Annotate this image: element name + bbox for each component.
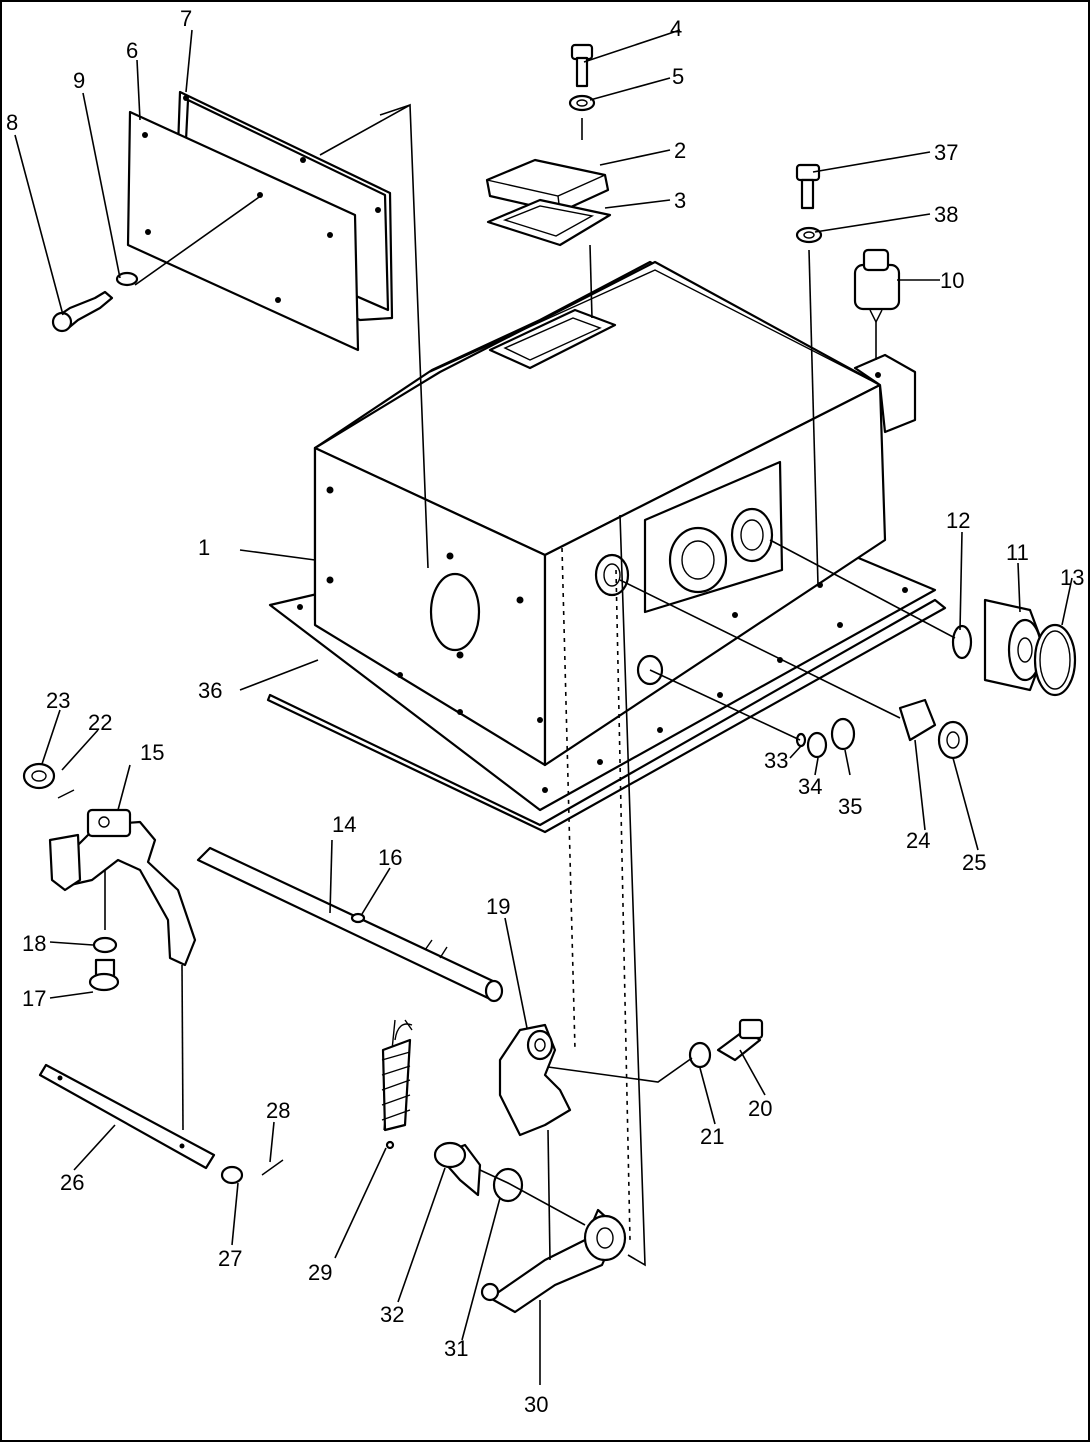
callout-22: 22 xyxy=(88,710,112,735)
callout-27: 27 xyxy=(218,1246,242,1271)
callout-1: 1 xyxy=(198,535,210,560)
callout-19: 19 xyxy=(486,894,510,919)
callout-8: 8 xyxy=(6,110,18,135)
callout-34: 34 xyxy=(798,774,822,799)
callout-29: 29 xyxy=(308,1260,332,1285)
callout-23: 23 xyxy=(46,688,70,713)
callout-12: 12 xyxy=(946,508,970,533)
shift-fork xyxy=(22,762,197,1131)
callout-38: 38 xyxy=(934,202,958,227)
callout-17: 17 xyxy=(22,986,46,1011)
callout-5: 5 xyxy=(672,64,684,89)
seal-fittings xyxy=(619,579,969,760)
callout-4: 4 xyxy=(670,16,682,41)
port-fittings xyxy=(769,539,1077,697)
shafts xyxy=(38,846,504,1185)
callout-7: 7 xyxy=(180,6,192,31)
callout-25: 25 xyxy=(962,850,986,875)
callout-24: 24 xyxy=(906,828,930,853)
callout-30: 30 xyxy=(524,1392,548,1417)
callout-26: 26 xyxy=(60,1170,84,1195)
callout-6: 6 xyxy=(126,38,138,63)
shift-arm xyxy=(433,514,646,1314)
callout-10: 10 xyxy=(940,268,964,293)
callout-2: 2 xyxy=(674,138,686,163)
switch-assembly xyxy=(795,163,901,586)
callout-28: 28 xyxy=(266,1098,290,1123)
callout-9: 9 xyxy=(73,68,85,93)
side-cover-assembly xyxy=(51,90,429,569)
callout-21: 21 xyxy=(700,1124,724,1149)
callout-33: 33 xyxy=(764,748,788,773)
callout-15: 15 xyxy=(140,740,164,765)
select-lever xyxy=(498,1018,764,1137)
return-spring xyxy=(381,1019,413,1150)
callout-13: 13 xyxy=(1060,565,1084,590)
callout-18: 18 xyxy=(22,931,46,956)
callout-20: 20 xyxy=(748,1096,772,1121)
callout-37: 37 xyxy=(934,140,958,165)
case-body xyxy=(266,260,947,834)
callout-32: 32 xyxy=(380,1302,404,1327)
callout-35: 35 xyxy=(838,794,862,819)
callout-31: 31 xyxy=(444,1336,468,1361)
callout-leaders xyxy=(14,29,1073,1385)
callout-16: 16 xyxy=(378,845,402,870)
callout-14: 14 xyxy=(332,812,356,837)
callout-labels: 1 2 3 4 5 6 7 8 9 10 11 12 13 14 15 16 1… xyxy=(6,6,1084,1417)
callout-3: 3 xyxy=(674,188,686,213)
callout-36: 36 xyxy=(198,678,222,703)
callout-11: 11 xyxy=(1006,540,1029,565)
top-cover-assembly xyxy=(485,43,612,319)
